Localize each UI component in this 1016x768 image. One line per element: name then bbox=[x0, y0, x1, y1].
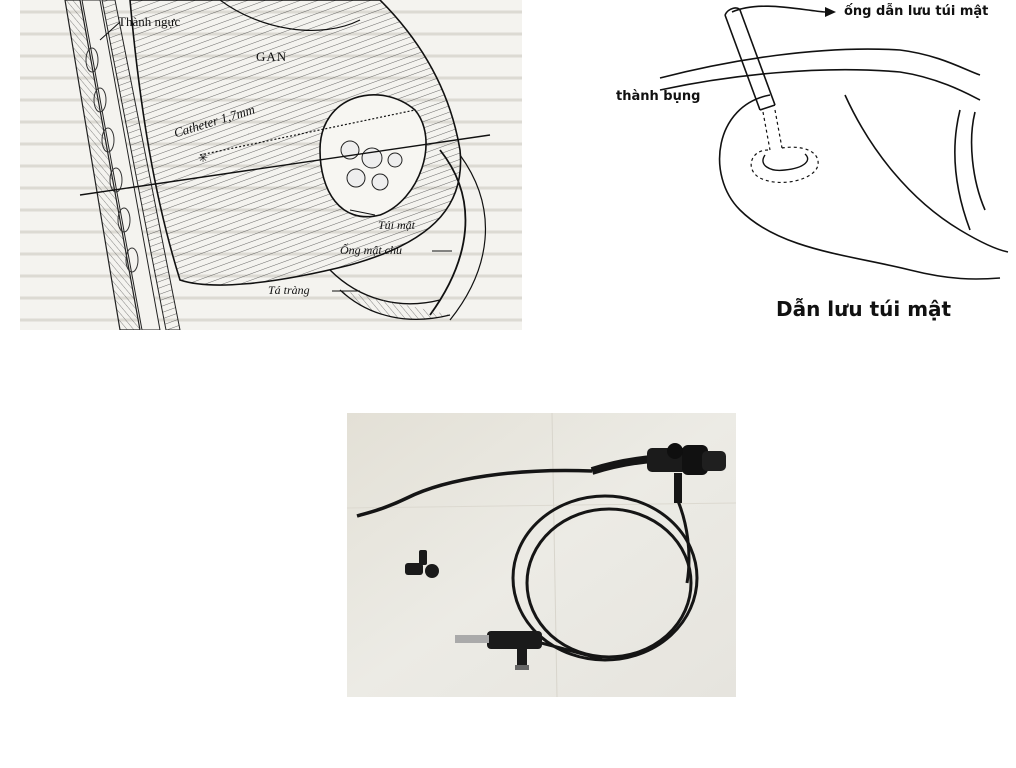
svg-text:✳: ✳ bbox=[198, 151, 208, 165]
percutaneous-drainage-diagram: ✳ Thành ngực GAN Catheter 1,7mm Túi mật … bbox=[20, 0, 522, 330]
valve-parts bbox=[405, 550, 439, 578]
label-gallbladder: Túi mật bbox=[378, 218, 416, 232]
label-drain-tube: ống dẫn lưu túi mật bbox=[844, 4, 989, 19]
endoscope-photo bbox=[347, 413, 736, 697]
light-guide-connector bbox=[455, 631, 603, 670]
diagram-caption: Dẫn lưu túi mật bbox=[776, 297, 952, 321]
cholecystostomy-diagram: ống dẫn lưu túi mật thành bụng Dẫn lưu t… bbox=[600, 0, 1010, 325]
endoscope-illustration bbox=[347, 413, 736, 697]
label-common-bile-duct: Ống mật chủ bbox=[340, 243, 402, 257]
cholecystostomy-drawing bbox=[659, 5, 1009, 280]
control-handle bbox=[590, 443, 726, 584]
label-chest-wall: Thành ngực bbox=[118, 14, 181, 29]
gallstones bbox=[340, 140, 403, 191]
chest-wall-shape bbox=[64, 0, 181, 330]
anatomy-drawing: ✳ bbox=[20, 0, 522, 330]
catheter-line bbox=[79, 134, 491, 196]
label-abdominal-wall: thành bụng bbox=[616, 89, 701, 104]
label-liver: GAN bbox=[256, 49, 288, 64]
label-duodenum: Tá tràng bbox=[268, 283, 310, 297]
